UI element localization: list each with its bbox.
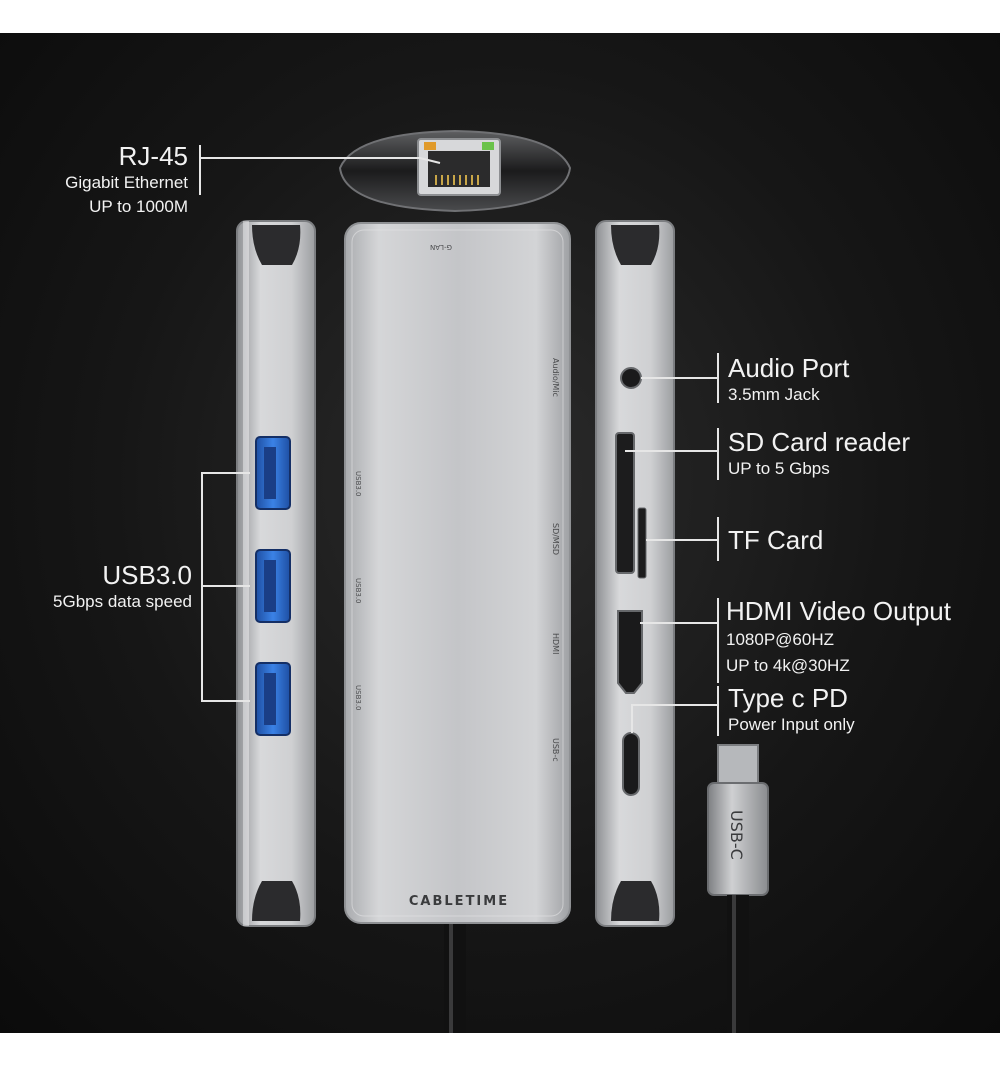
audio-jack-icon: [620, 367, 642, 389]
usb-port-1-icon: [255, 436, 291, 510]
usb-callout: USB3.0 5Gbps data speed: [53, 560, 192, 614]
usb-line1: 5Gbps data speed: [53, 592, 192, 611]
audio-title: Audio Port: [728, 353, 850, 383]
hdmi-line2: UP to 4k@30HZ: [726, 656, 850, 675]
typec-line1: Power Input only: [728, 715, 855, 734]
usb-c-port-icon: [622, 732, 640, 796]
cable-label: USB-C: [727, 810, 746, 860]
rj45-callout: RJ-45 Gigabit Ethernet UP to 1000M: [65, 141, 188, 219]
hub-illustration: CABLETIME G-LAN Audio/Mic SD/MSD HDMI US…: [199, 129, 769, 1033]
rj45-line1: Gigabit Ethernet: [65, 173, 188, 192]
brand-logo-text: CABLETIME: [409, 894, 509, 909]
product-photo: CABLETIME G-LAN Audio/Mic SD/MSD HDMI US…: [0, 33, 1000, 1033]
hdmi-callout: HDMI Video Output 1080P@60HZ UP to 4k@30…: [726, 596, 951, 678]
usbc-port-label: USB-c: [551, 738, 560, 762]
usb-title: USB3.0: [102, 560, 192, 590]
sd-slot-icon: [615, 432, 635, 574]
usb-port-label-1: USB3.0: [354, 471, 362, 497]
hdmi-title: HDMI Video Output: [726, 596, 951, 626]
audio-callout: Audio Port 3.5mm Jack: [728, 353, 849, 407]
usb-port-label-3: USB3.0: [354, 685, 362, 711]
rj45-title: RJ-45: [118, 141, 188, 171]
typec-title: Type c PD: [728, 683, 848, 713]
audio-port-label: Audio/Mic: [551, 358, 560, 397]
sd-callout: SD Card reader UP to 5 Gbps: [728, 427, 910, 481]
typec-callout: Type c PD Power Input only: [728, 683, 855, 737]
tf-slot-icon: [637, 507, 647, 579]
sd-line1: UP to 5 Gbps: [728, 459, 830, 478]
tf-callout: TF Card: [728, 525, 823, 555]
hub-right-side: [595, 220, 675, 927]
lan-port-label: G-LAN: [430, 243, 452, 251]
rj45-end-view: [338, 129, 572, 213]
rj45-line2: UP to 1000M: [89, 197, 188, 216]
sd-port-label: SD/MSD: [551, 523, 560, 555]
usb-port-2-icon: [255, 549, 291, 623]
hub-left-side: [236, 220, 316, 927]
sd-title: SD Card reader: [728, 427, 911, 457]
hdmi-line1: 1080P@60HZ: [726, 630, 834, 649]
hub-body-top-view: [344, 222, 571, 924]
hdmi-port-icon: [617, 610, 643, 694]
usb-port-3-icon: [255, 662, 291, 736]
usb-port-label-2: USB3.0: [354, 578, 362, 604]
usb-c-cable: [707, 744, 769, 1033]
audio-line1: 3.5mm Jack: [728, 385, 820, 404]
callout-lines: [199, 145, 719, 736]
hdmi-port-label: HDMI: [551, 633, 560, 654]
tf-title: TF Card: [728, 525, 824, 555]
